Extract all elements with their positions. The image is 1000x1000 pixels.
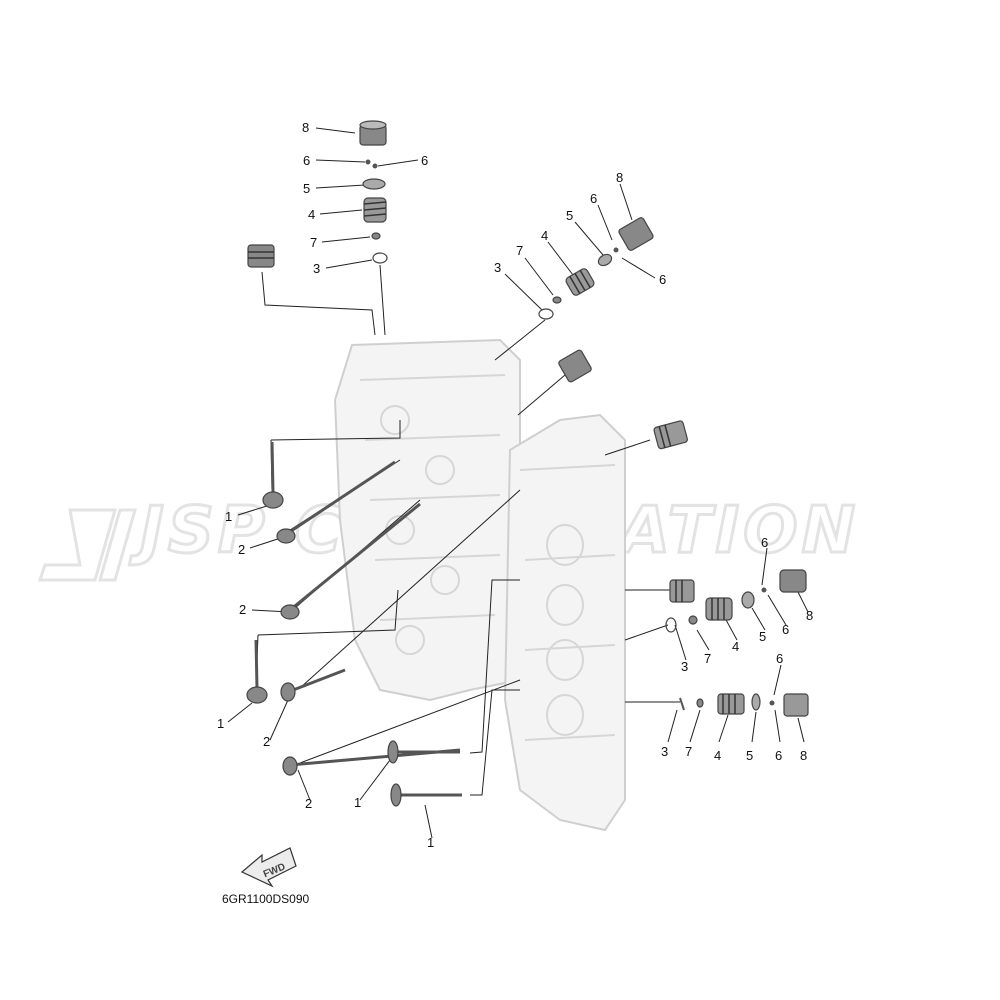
parts-lower-right-stack-2: [679, 693, 809, 717]
callout-number: 4: [541, 228, 548, 243]
callout-number: 1: [354, 795, 361, 810]
callout-number: 6: [776, 651, 783, 666]
spring-retainer-icon: [362, 178, 386, 190]
valve-lifter-icon: [558, 349, 592, 383]
callout-number: 3: [681, 659, 688, 674]
exhaust-valve-icon: [280, 502, 421, 620]
valve-spring-icon: [717, 693, 745, 715]
valve-lifter-icon: [653, 420, 688, 450]
spring-seat-washer-icon: [372, 252, 388, 264]
intake-valve-icon: [262, 441, 284, 509]
spring-retainer-icon: [741, 591, 755, 609]
valve-lifter-icon: [783, 693, 809, 717]
spring-seat-washer-icon: [679, 697, 685, 711]
callout-number: 4: [714, 748, 721, 763]
spring-seat-washer-icon: [538, 308, 554, 320]
callout-number: 2: [239, 602, 246, 617]
callout-number: 6: [303, 153, 310, 168]
valve-stem-seal-icon: [688, 615, 698, 625]
spring-retainer-icon: [597, 253, 613, 267]
valve-lifter-icon: [669, 579, 695, 603]
valve-cotter-icon: [613, 247, 619, 253]
callout-numbers: 8 6 6 5 4 7 3 8 6 5 4 7 3 6 1 2 2 1 2 2 …: [217, 120, 813, 850]
callout-number: 3: [313, 261, 320, 276]
callout-number: 2: [263, 734, 270, 749]
valve-stem-seal-icon: [696, 698, 704, 708]
valve-lifter-icon: [618, 217, 654, 251]
valve-spring-icon: [363, 197, 387, 223]
callout-number: 4: [732, 639, 739, 654]
valve-lifter-icon: [247, 244, 275, 268]
callout-number: 7: [516, 243, 523, 258]
watermark-logo-icon: [37, 508, 137, 582]
callout-number: 1: [217, 716, 224, 731]
callout-number: 8: [800, 748, 807, 763]
callout-number: 4: [308, 207, 315, 222]
callout-number: 5: [566, 208, 573, 223]
diagram-code: 6GR1100DS090: [222, 892, 309, 906]
callout-number: 6: [761, 535, 768, 550]
cylinder-head-left: [333, 338, 521, 702]
parts-lower-right-stack-1: [665, 569, 807, 633]
exhaust-valve-icon: [280, 668, 346, 702]
callout-number: 7: [310, 235, 317, 250]
callout-number: 7: [704, 651, 711, 666]
cylinder-head-right: [503, 413, 626, 832]
callout-number: 5: [759, 629, 766, 644]
callout-number: 6: [421, 153, 428, 168]
callout-number: 6: [590, 191, 597, 206]
valve-cotter-icon: [365, 159, 378, 169]
callout-number: 1: [427, 835, 434, 850]
intake-valve-icon: [390, 783, 462, 807]
callout-number: 6: [659, 272, 666, 287]
callout-number: 2: [305, 796, 312, 811]
valve-stem-seal-icon: [371, 232, 381, 240]
spring-retainer-icon: [751, 693, 761, 711]
callout-number: 1: [225, 509, 232, 524]
callout-number: 3: [494, 260, 501, 275]
valve-cotter-icon: [769, 700, 775, 706]
valve-spring-icon: [705, 597, 733, 621]
callout-number: 5: [746, 748, 753, 763]
intake-valve-icon: [246, 639, 268, 704]
intake-valve-icon: [387, 740, 460, 764]
parts-right-diagonal-stack: [538, 217, 688, 450]
valve-cotter-icon: [761, 587, 767, 593]
valve-lifter-icon: [779, 569, 807, 593]
spring-seat-washer-icon: [665, 617, 677, 633]
callout-number: 6: [775, 748, 782, 763]
callout-number: 3: [661, 744, 668, 759]
valve-spring-icon: [565, 268, 595, 296]
parts-valves: [246, 441, 462, 807]
callout-number: 8: [806, 608, 813, 623]
callout-number: 6: [782, 622, 789, 637]
callout-number: 8: [616, 170, 623, 185]
exhaust-valve-icon: [276, 460, 396, 544]
callout-number: 5: [303, 181, 310, 196]
fwd-arrow: FWD: [240, 847, 297, 888]
valve-stem-seal-icon: [552, 296, 562, 304]
parts-top-stack: [247, 120, 388, 268]
callout-number: 8: [302, 120, 309, 135]
fwd-arrow-icon: [240, 847, 297, 888]
callout-number: 7: [685, 744, 692, 759]
callout-number: 2: [238, 542, 245, 557]
exhaust-valve-icon: [282, 748, 461, 776]
valve-lifter-icon: [359, 120, 387, 146]
